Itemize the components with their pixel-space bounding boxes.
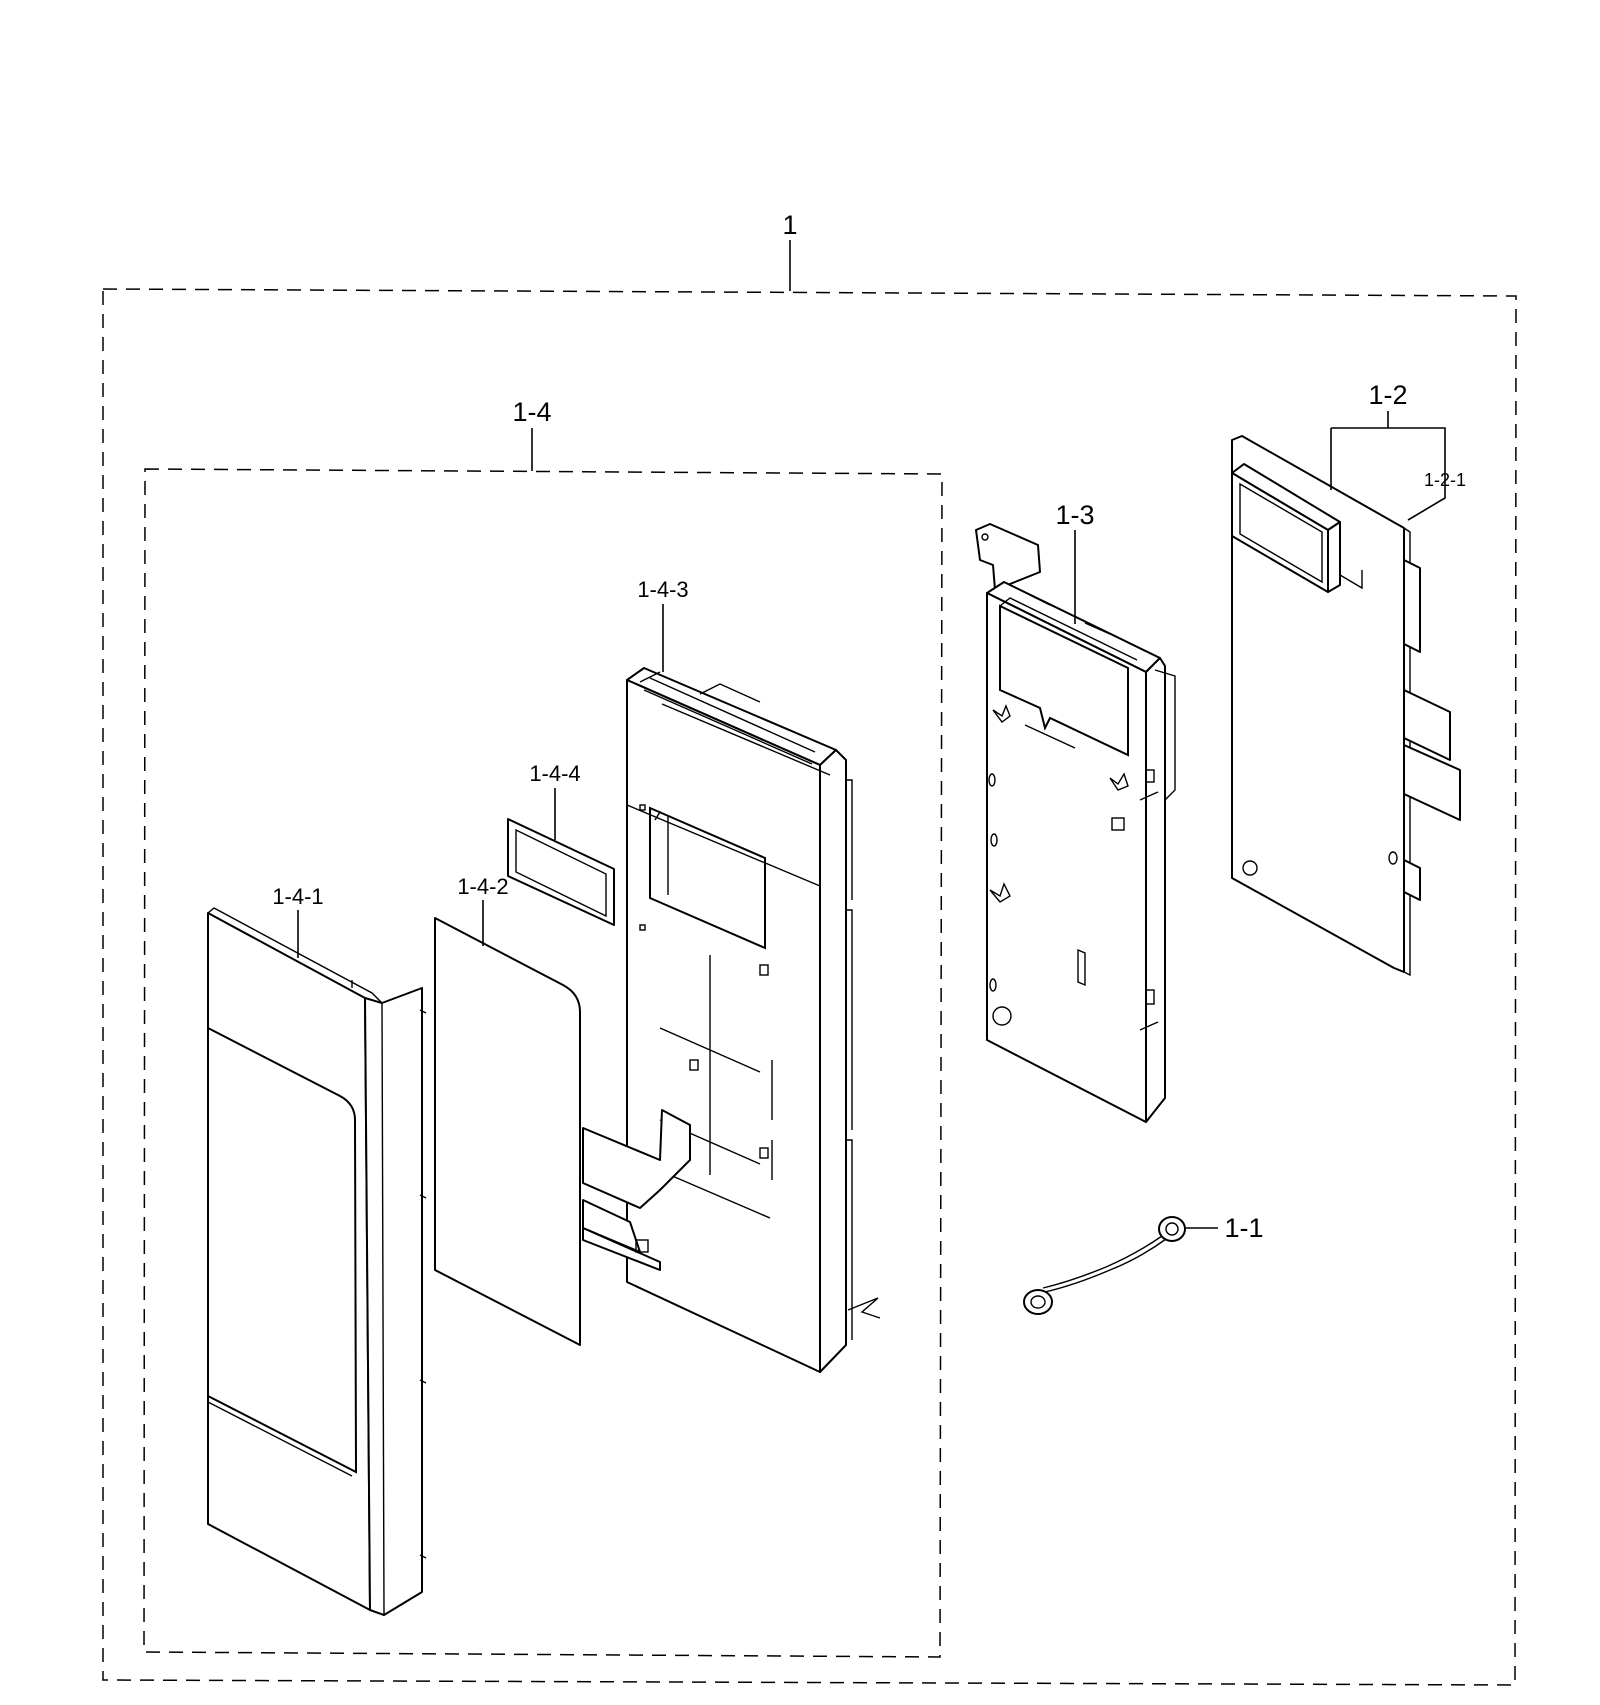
label-panel-assembly: 1-4 <box>512 397 551 427</box>
pcb-part: 1-2 1-2-1 <box>1231 380 1466 977</box>
label-pcb: 1-2 <box>1368 380 1407 410</box>
wire-part: 1-1 <box>1023 1213 1264 1315</box>
label-pcb-display: 1-2-1 <box>1424 470 1466 490</box>
label-panel-cover: 1-4-1 <box>272 884 323 909</box>
label-panel-frame: 1-4-3 <box>637 577 688 602</box>
label-window: 1-4-4 <box>529 761 580 786</box>
label-assembly: 1 <box>782 210 797 240</box>
window-part: 1-4-4 <box>507 761 615 926</box>
panel-cover-part: 1-4-1 <box>207 884 427 1616</box>
label-bracket: 1-3 <box>1055 500 1094 530</box>
assembly-boundary: 1 <box>102 210 1517 1686</box>
panel-frame-part: 1-4-3 <box>582 577 881 1373</box>
panel-assembly-boundary: 1-4 <box>143 397 943 1658</box>
sheet-part: 1-4-2 <box>434 874 581 1346</box>
bracket-part: 1-3 <box>975 500 1176 1123</box>
label-sheet: 1-4-2 <box>457 874 508 899</box>
label-wire: 1-1 <box>1224 1213 1263 1243</box>
